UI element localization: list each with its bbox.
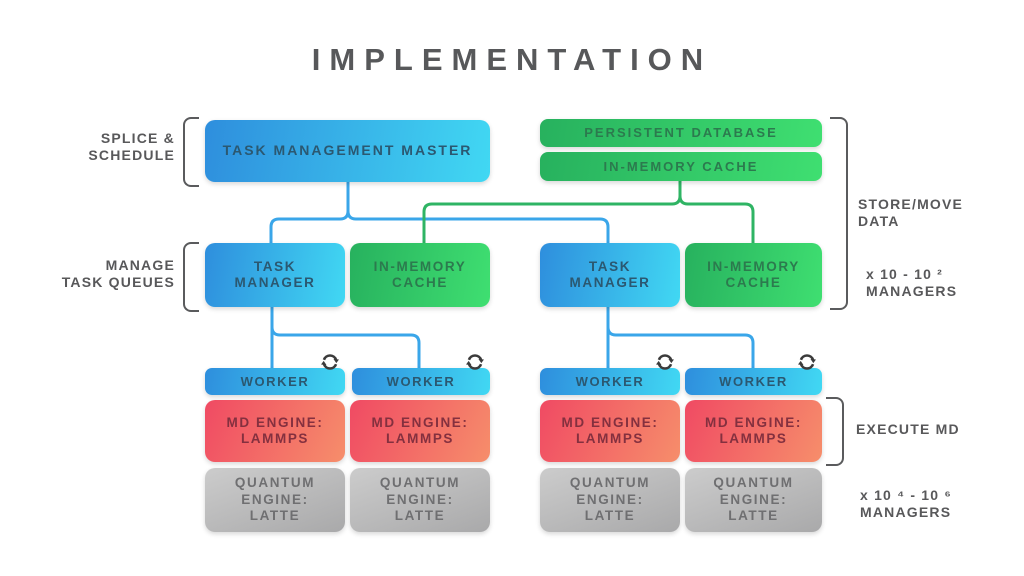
worker-label: WORKER [386,373,456,389]
refresh-icon [798,354,816,370]
worker-label: WORKER [240,373,310,389]
bracket-manage-task-queues [183,242,199,312]
node-task-manager-2: TASK MANAGER [540,243,680,307]
node-md-engine-3: MD ENGINE: LAMMPS [540,400,680,462]
node-in-memory-cache-top: IN-MEMORY CACHE [540,152,822,181]
worker-label: WORKER [575,373,645,389]
node-md-engine-2: MD ENGINE: LAMMPS [350,400,490,462]
node-worker-2: WORKER [352,354,490,395]
connector-tm2-to-worker4 [606,326,755,369]
node-quantum-engine-4: QUANTUM ENGINE: LATTE [685,468,822,532]
node-persistent-database: PERSISTENT DATABASE [540,119,822,147]
node-md-engine-1: MD ENGINE: LAMMPS [205,400,345,462]
node-task-manager-1: TASK MANAGER [205,243,345,307]
connector-cache-to-cache1 [422,179,682,244]
bracket-execute-md [826,397,844,466]
connector-master-to-tm1 [269,180,350,244]
refresh-icon [656,354,674,370]
refresh-icon [321,354,339,370]
bracket-splice-schedule [183,117,199,187]
label-manage-task-queues: MANAGE TASK QUEUES [61,257,175,291]
label-managers-range-bottom: x 10 ⁴ - 10 ⁶ MANAGERS [860,487,953,521]
refresh-icon [466,354,484,370]
node-in-memory-cache-1: IN-MEMORY CACHE [350,243,490,307]
label-execute-md: EXECUTE MD [856,421,960,437]
page-title: IMPLEMENTATION [311,42,713,77]
node-worker-1: WORKER [205,354,345,395]
node-worker-3: WORKER [540,354,680,395]
bracket-store-move-data [830,117,848,310]
connector-cache-to-cache2 [678,195,755,244]
label-splice-schedule: SPLICE & SCHEDULE [88,130,175,164]
node-md-engine-4: MD ENGINE: LAMMPS [685,400,822,462]
node-quantum-engine-1: QUANTUM ENGINE: LATTE [205,468,345,532]
label-managers-range-mid: x 10 - 10 ² MANAGERS [866,266,958,300]
node-in-memory-cache-2: IN-MEMORY CACHE [685,243,822,307]
node-task-management-master: TASK MANAGEMENT MASTER [205,120,490,182]
connector-master-to-tm2 [346,210,610,244]
label-store-move-data: STORE/MOVE DATA [858,196,964,230]
connector-tm1-to-worker2 [270,326,421,369]
worker-label: WORKER [719,373,788,389]
node-worker-4: WORKER [685,354,822,395]
node-quantum-engine-3: QUANTUM ENGINE: LATTE [540,468,680,532]
node-quantum-engine-2: QUANTUM ENGINE: LATTE [350,468,490,532]
